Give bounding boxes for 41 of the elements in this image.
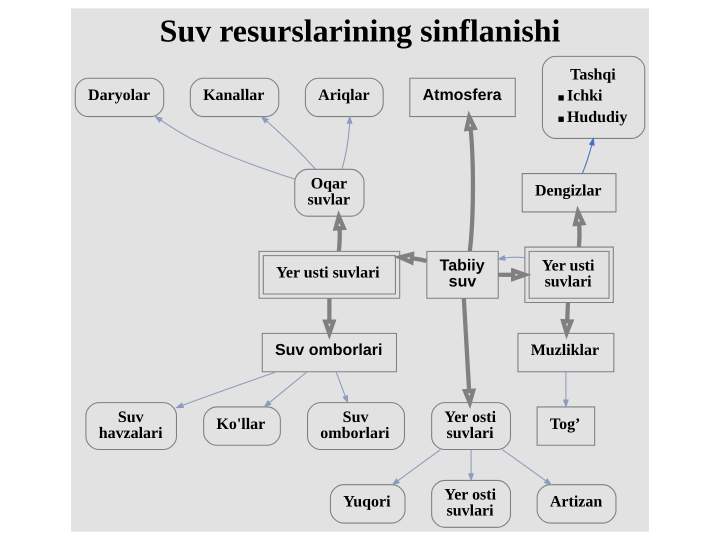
arrow [322, 298, 336, 340]
node-box: Tabiiy suv [426, 250, 499, 299]
node-box: Kanallar [190, 78, 280, 118]
arrow [582, 136, 595, 174]
node-box: Oqar suvlar [294, 168, 365, 217]
arrow [332, 210, 347, 252]
arrow [394, 251, 427, 266]
arrow [496, 254, 525, 261]
node-box: Dengizlar [522, 173, 616, 212]
arrow [464, 110, 478, 252]
node-box: Yer osti suvlari [431, 480, 512, 528]
arrow [462, 298, 476, 410]
node-box: Atmosfera [409, 78, 516, 118]
node-box: Suv omborlari [262, 332, 398, 372]
diagram-title: Suv resurslarining sinflanishi [160, 13, 560, 48]
node-box: Muzliklar [517, 332, 614, 372]
node-box: Suv havzalari [85, 402, 178, 450]
arrow [572, 206, 586, 248]
node-box: Artizan [536, 484, 616, 524]
arrow [391, 449, 441, 486]
node-box: Daryolar [74, 78, 164, 118]
node-box: Yer usti suvlari [258, 250, 400, 299]
arrow [560, 302, 574, 340]
arrow [468, 450, 474, 482]
arrow [562, 372, 569, 408]
node-box: Ko'llar [203, 406, 281, 446]
node-box: Ariqlar [304, 78, 384, 118]
arrow [175, 371, 277, 408]
arrow [342, 115, 353, 170]
node-box: Yuqori [330, 484, 406, 524]
arrow [263, 372, 308, 408]
arrow [336, 372, 348, 404]
node-box: Tog’ [536, 406, 596, 446]
arrow [498, 268, 532, 282]
arrow [260, 116, 316, 170]
arrow [502, 449, 552, 486]
node-box: Yer osti suvlari [431, 402, 512, 450]
node-box: Yer usti suvlari [524, 246, 614, 304]
arrow [154, 116, 295, 180]
node-box: Tashqi Ichki Hududiy [542, 56, 646, 139]
node-box: Suv omborlari [307, 402, 406, 450]
